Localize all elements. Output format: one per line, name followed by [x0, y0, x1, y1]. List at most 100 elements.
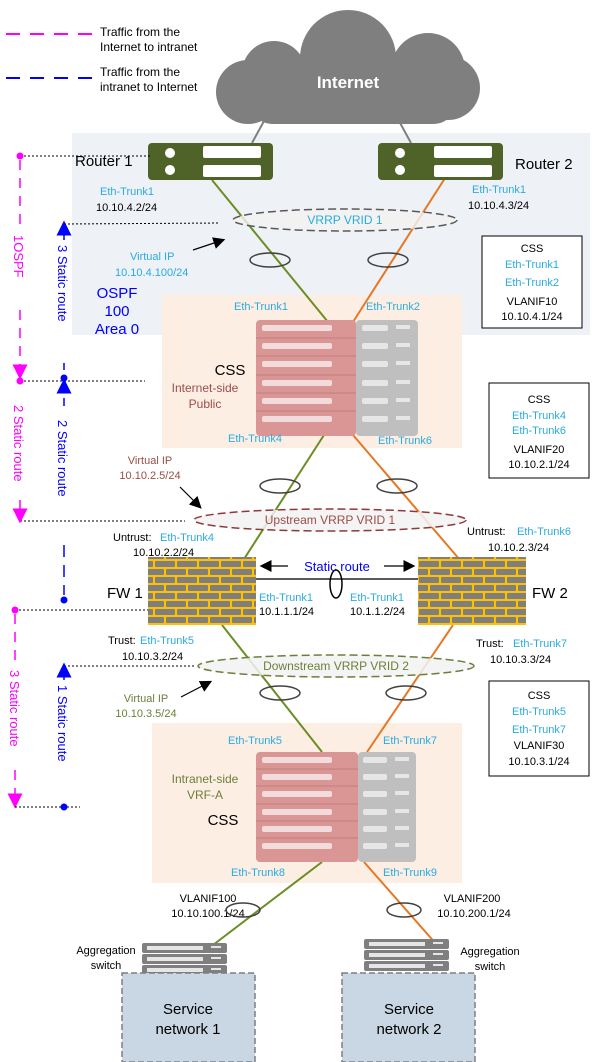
- eth-trunk-bundle-icon: [367, 252, 409, 268]
- magenta-route-markers: [7, 152, 150, 809]
- router-2-ip: 10.10.4.3/24: [468, 200, 529, 212]
- router-1-trunk: Eth-Trunk1: [100, 186, 154, 198]
- service-1-line1: Service: [163, 1001, 213, 1018]
- vrrp1-vip: 10.10.4.100/24: [115, 267, 188, 279]
- agg-left-vlanif: VLANIF100: [180, 893, 237, 905]
- router-2-label: Router 2: [515, 156, 573, 173]
- fw2-label: FW 2: [532, 585, 568, 602]
- upstream-vrrp-label: Upstream VRRP VRID 1: [265, 513, 396, 527]
- fw1-hb-ip: 10.1.1.1/24: [259, 606, 314, 618]
- css-top-trunk-in-right: Eth-Trunk2: [366, 301, 420, 313]
- downstream-vrrp-ellipse[interactable]: [197, 654, 475, 678]
- fw2-trust-ip: 10.10.3.3/24: [490, 654, 551, 666]
- link-fw2-css2: [366, 624, 454, 753]
- internet-label: Internet: [317, 73, 380, 92]
- router-1-ip: 10.10.4.2/24: [96, 202, 157, 214]
- eth-trunk-bundle-icon: [386, 902, 422, 918]
- css-bottom-trunk-in-right: Eth-Trunk7: [383, 735, 437, 747]
- info-box-trunk1: Eth-Trunk4: [512, 410, 566, 422]
- ospf-line3: Area 0: [95, 321, 139, 338]
- eth-trunk-bundle-icon: [259, 478, 301, 494]
- eth-trunk-bundle-icon: [249, 252, 291, 268]
- magenta-route-1: 1OSPF: [11, 235, 26, 278]
- eth-trunk-bundle-icon: [259, 685, 301, 701]
- downstream-vip: 10.10.3.5/24: [115, 708, 176, 720]
- fw2-trust-label: Trust:: [476, 638, 504, 650]
- fw2-untrust-trunk: Eth-Trunk6: [517, 526, 571, 538]
- link-fw1-css2: [221, 624, 323, 753]
- fw1-trust-trunk: Eth-Trunk5: [140, 635, 194, 647]
- upstream-vip-arrow: [179, 486, 202, 509]
- legend-item-2-line1: Traffic from the: [100, 65, 180, 79]
- vrrp1-vip-label: Virtual IP: [130, 251, 174, 263]
- aggregation-switch-left-icon: [142, 943, 227, 975]
- css-top-trunk-in-left: Eth-Trunk1: [234, 301, 288, 313]
- info-box-vlanif20: CSS Eth-Trunk4 Eth-Trunk6 VLANIF20 10.10…: [488, 382, 590, 479]
- service-1-line2: network 1: [155, 1021, 220, 1038]
- blue-route-markers: [56, 220, 72, 811]
- info-box-vlanif: VLANIF10: [507, 296, 558, 308]
- fw1-untrust-trunk: Eth-Trunk4: [160, 532, 214, 544]
- blue-route-2: 2 Static route: [55, 420, 70, 497]
- router-1-label: Router 1: [75, 153, 133, 170]
- fw2-untrust-label: Untrust:: [467, 526, 506, 538]
- service-2-line2: network 2: [376, 1021, 441, 1038]
- fw2-untrust-ip: 10.10.2.3/24: [488, 542, 549, 554]
- link-css2-agg1: [212, 861, 323, 946]
- info-box-trunk1: Eth-Trunk5: [512, 706, 566, 718]
- fw2-hb-trunk: Eth-Trunk1: [350, 592, 404, 604]
- eth-trunk-bundle-icon: [376, 478, 418, 494]
- eth-trunk-bundle-icon: [329, 569, 343, 599]
- css-top-trunk-out-left: Eth-Trunk4: [228, 433, 282, 445]
- agg-right-vlanif: VLANIF200: [444, 893, 501, 905]
- internet-link-r2: [392, 109, 412, 144]
- info-box-trunk2: Eth-Trunk7: [512, 724, 566, 736]
- magenta-route-2: 2 Static route: [11, 405, 26, 482]
- link-css-fw2: [352, 434, 461, 561]
- info-box-trunk1: Eth-Trunk1: [505, 259, 559, 271]
- upstream-vip-label: Virtual IP: [128, 455, 172, 467]
- info-box-title: CSS: [528, 690, 551, 702]
- vrrp1-ellipse[interactable]: [232, 208, 458, 232]
- css-bottom-trunk-out-left: Eth-Trunk8: [231, 867, 285, 879]
- downstream-vrrp-label: Downstream VRRP VRID 2: [263, 659, 409, 673]
- firewall-1-icon: [148, 557, 256, 625]
- service-network-2-box[interactable]: [341, 972, 476, 1062]
- ospf-line1: OSPF: [97, 285, 138, 302]
- fw1-trust-label: Trust:: [108, 635, 136, 647]
- info-box-trunk2: Eth-Trunk2: [505, 277, 559, 289]
- css-bottom-label: CSS: [208, 812, 239, 829]
- info-box-vlanif: VLANIF30: [514, 740, 565, 752]
- fw-link-label: Static route: [304, 559, 370, 574]
- css-bottom-sub2: VRF-A: [187, 788, 223, 802]
- fw1-hb-trunk: Eth-Trunk1: [259, 592, 313, 604]
- agg-right-label2: switch: [475, 961, 506, 973]
- blue-route-3: 3 Static route: [55, 245, 70, 322]
- downstream-vip-arrow: [180, 680, 213, 698]
- agg-left-ip: 10.10.100.1/24: [171, 908, 244, 920]
- vrrp1-label: VRRP VRID 1: [307, 213, 382, 227]
- fw1-label: FW 1: [107, 585, 143, 602]
- css-top-label: CSS: [215, 362, 246, 379]
- upstream-vip: 10.10.2.5/24: [119, 470, 180, 482]
- router-2-icon: [378, 143, 503, 180]
- info-box-ip: 10.10.4.1/24: [501, 311, 562, 323]
- css-top-sub1: Internet-side: [172, 381, 239, 395]
- fw2-hb-ip: 10.1.1.2/24: [350, 606, 405, 618]
- aggregation-switch-right-icon: [364, 939, 449, 971]
- router-2-trunk: Eth-Trunk1: [472, 184, 526, 196]
- link-r1-css: [211, 179, 329, 323]
- eth-trunk-bundle-icon: [225, 902, 261, 918]
- link-r2-css: [352, 174, 448, 323]
- info-box-title: CSS: [528, 394, 551, 406]
- router-1-icon: [148, 143, 273, 180]
- info-box-ip: 10.10.2.1/24: [508, 459, 569, 471]
- info-box-title: CSS: [521, 243, 544, 255]
- css-bottom-trunk-in-left: Eth-Trunk5: [228, 735, 282, 747]
- upstream-vrrp-ellipse[interactable]: [193, 508, 467, 532]
- agg-left-label2: switch: [91, 960, 122, 972]
- service-network-1-box[interactable]: [121, 972, 256, 1062]
- info-box-ip: 10.10.3.1/24: [508, 756, 569, 768]
- legend-item-2-line2: intranet to Internet: [100, 80, 198, 94]
